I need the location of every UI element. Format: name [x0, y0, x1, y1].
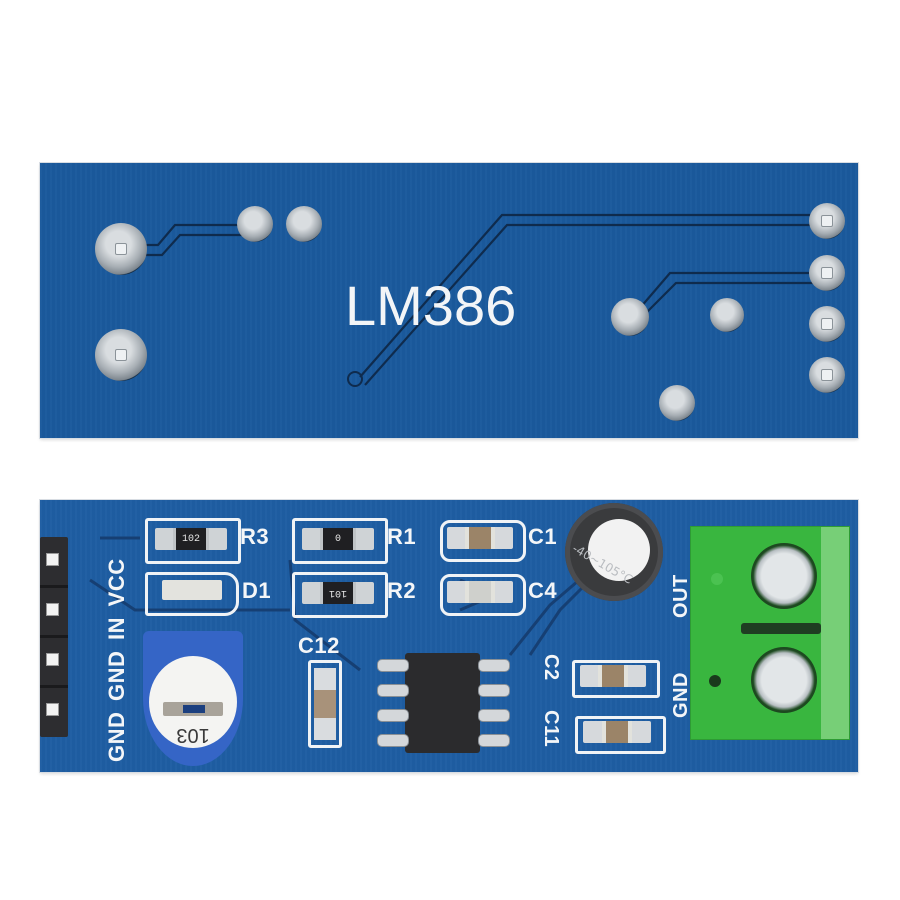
screw-out[interactable] — [751, 543, 817, 609]
ic-pin — [478, 709, 510, 722]
r1-outline — [292, 518, 388, 564]
header-labels: GND GND IN VCC — [104, 558, 130, 762]
resistor-r3: 102 — [155, 528, 227, 550]
screw-gnd[interactable] — [751, 647, 817, 713]
copper-traces-front — [89, 536, 602, 672]
ic-pin — [377, 684, 409, 697]
copper-traces-back — [130, 213, 830, 387]
ic-pin — [478, 734, 510, 747]
trimmer-potentiometer[interactable]: 103 — [143, 631, 243, 766]
r3-outline — [145, 518, 241, 564]
through-hole-pad — [710, 298, 744, 332]
label-vcc: VCC — [104, 558, 129, 607]
r2-outline — [292, 572, 388, 618]
header-pin-gnd-2 — [46, 703, 59, 716]
resistor-marking: 101 — [320, 582, 356, 604]
capacitor-top — [588, 519, 650, 581]
ic-pin — [478, 684, 510, 697]
lm386-chip — [405, 653, 480, 753]
through-hole-pad — [286, 206, 322, 242]
header-pin-vcc — [46, 553, 59, 566]
c2-outline — [572, 660, 660, 698]
pcb-back-side: LM386 — [40, 163, 858, 438]
edge-pad — [809, 357, 845, 393]
label-c4: C4 — [528, 578, 558, 603]
edge-pad — [809, 203, 845, 239]
ic-pin — [478, 659, 510, 672]
capacitor-c2 — [580, 665, 646, 687]
through-hole-pad — [237, 206, 273, 242]
label-c11: C11 — [540, 710, 562, 748]
through-hole-pad — [659, 385, 695, 421]
screw-terminal-block — [690, 526, 850, 740]
edge-pad — [809, 306, 845, 342]
capacitor-c1 — [447, 527, 513, 549]
label-d1: D1 — [242, 578, 272, 603]
label-gnd-2: GND — [104, 650, 129, 701]
led-d1 — [162, 580, 222, 600]
through-hole-pad — [95, 223, 147, 275]
label-c2: C2 — [540, 654, 562, 681]
through-hole-pad — [95, 329, 147, 381]
potentiometer-knob[interactable]: 103 — [149, 656, 237, 748]
label-in: IN — [104, 616, 129, 640]
resistor-marking: 0 — [320, 528, 356, 550]
edge-pad — [809, 255, 845, 291]
ic-pin — [377, 659, 409, 672]
ic-pin — [377, 709, 409, 722]
label-r1: R1 — [387, 524, 417, 549]
pin-header-4pin — [40, 537, 68, 737]
resistor-r1: 0 — [302, 528, 374, 550]
chip-label: LM386 — [345, 274, 517, 337]
c11-outline — [575, 716, 666, 754]
label-r3: R3 — [240, 524, 270, 549]
label-r2: R2 — [387, 578, 417, 603]
c12-outline — [308, 660, 342, 748]
capacitor-c12 — [314, 668, 336, 740]
ic-pin — [377, 734, 409, 747]
label-c12: C12 — [298, 633, 340, 658]
resistor-r2: 101 — [302, 582, 374, 604]
potentiometer-marking: 103 — [176, 724, 210, 746]
resistor-marking: 102 — [173, 528, 209, 550]
c1-outline — [440, 520, 526, 562]
c4-outline — [440, 574, 526, 616]
header-pin-gnd-1 — [46, 653, 59, 666]
capacitor-c11 — [583, 721, 651, 743]
electrolytic-capacitor: -40~105°C — [565, 503, 663, 601]
label-c1: C1 — [528, 524, 558, 549]
d1-outline — [145, 572, 239, 616]
capacitor-c4 — [447, 581, 513, 603]
through-hole-pad — [611, 298, 649, 336]
adjust-slot — [163, 702, 223, 716]
label-gnd-1: GND — [104, 711, 129, 762]
header-pin-in — [46, 603, 59, 616]
